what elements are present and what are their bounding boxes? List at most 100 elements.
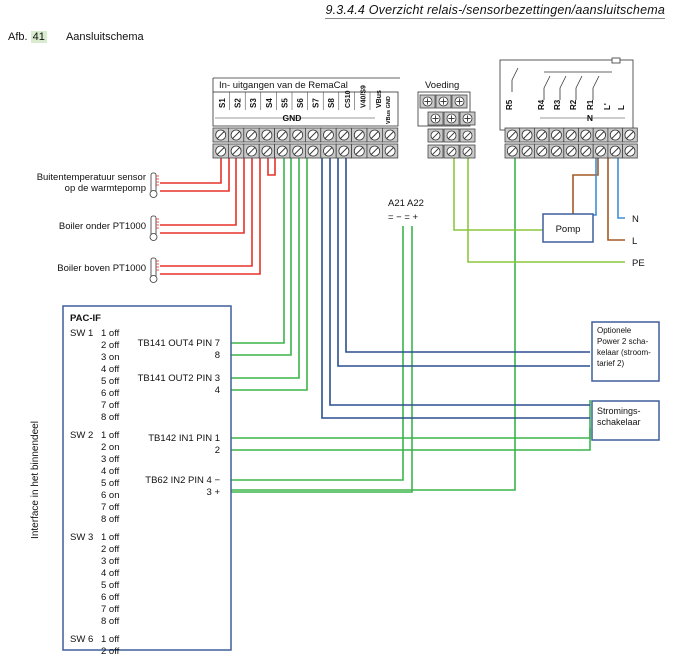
relay-fuse xyxy=(611,57,621,64)
remacal-terminal-label: S6 xyxy=(296,98,305,108)
mains-n: N xyxy=(632,214,639,225)
relay-upper-terminal-slot xyxy=(523,131,531,139)
tb-label: TB62 IN2 PIN 4 − xyxy=(145,475,220,486)
relay-label: R5 xyxy=(505,99,514,110)
sensor-label: Boiler onder PT1000 xyxy=(59,221,146,232)
pac-side-label: Interface in het binnendeel xyxy=(30,421,41,539)
green-wire xyxy=(231,226,413,493)
optional-box-line: Power 2 scha- xyxy=(597,337,648,346)
remacal-upper-terminal-slot xyxy=(263,131,271,139)
optional-box-line: kelaar (stroom- xyxy=(597,348,651,357)
relay-switch xyxy=(511,67,519,81)
tb-label: TB141 OUT4 PIN 7 xyxy=(138,338,220,349)
tb-pin2: 8 xyxy=(215,350,220,361)
relay-label: L' xyxy=(603,103,612,110)
relay-label: L xyxy=(617,105,626,110)
sw-setting: 7 off xyxy=(101,502,120,513)
sw-setting: 1 off xyxy=(101,328,120,339)
sw-setting: 4 off xyxy=(101,364,120,375)
sw-setting: 1 off xyxy=(101,430,120,441)
voeding-upper-terminal-slot xyxy=(432,132,439,139)
sw-setting: 8 off xyxy=(101,412,120,423)
remacal-upper-terminal-slot xyxy=(370,131,379,139)
remacal-terminal-label: S4 xyxy=(265,98,274,108)
sw-setting: 4 off xyxy=(101,568,120,579)
brown-wire xyxy=(572,150,599,214)
relay-upper-terminal-slot xyxy=(582,131,590,139)
remacal-upper-terminal-slot xyxy=(293,131,302,139)
remacal-vbus-gnd: VBus GND xyxy=(386,96,392,124)
pomp-label: Pomp xyxy=(556,224,581,235)
remacal-terminal-label: S7 xyxy=(312,98,321,108)
remacal-terminal-label: S5 xyxy=(280,98,289,108)
relay-switch xyxy=(559,75,567,89)
blue-wire xyxy=(329,150,590,406)
remacal-lower-terminal-slot xyxy=(293,147,302,155)
mains-l: L xyxy=(632,236,637,247)
voeding-upper-terminal-slot xyxy=(464,132,471,139)
lime-wire-pe xyxy=(467,150,625,263)
relay-upper-terminal-slot xyxy=(626,131,634,139)
tb-pin2: 3 + xyxy=(207,487,221,498)
sw-setting: 2 off xyxy=(101,340,120,351)
sensor-label: Boiler boven PT1000 xyxy=(57,263,146,274)
remacal-upper-terminal-slot xyxy=(340,131,348,139)
remacal-lower-terminal-slot xyxy=(263,147,271,155)
sw-name: SW 1 xyxy=(70,328,93,339)
green-wire xyxy=(231,226,404,481)
relay-upper-terminal-slot xyxy=(552,131,561,139)
pac-if-title: PAC-IF xyxy=(70,313,101,324)
relay-upper-terminal-slot xyxy=(596,131,605,139)
remacal-upper-terminal-slot xyxy=(247,131,256,139)
voeding-lower-terminal-slot xyxy=(448,148,455,155)
sw-setting: 7 off xyxy=(101,400,120,411)
relay-lower-terminal-slot xyxy=(537,147,546,155)
remacal-terminal-label: VBus xyxy=(376,90,383,108)
blue-wire xyxy=(337,150,590,367)
voeding-lower-terminal-slot xyxy=(432,148,439,155)
components xyxy=(62,57,660,651)
pomp-box xyxy=(542,213,594,243)
thermometer-tube xyxy=(150,172,157,194)
sw-name: SW 2 xyxy=(70,430,93,441)
remacal-lower-terminal-slot xyxy=(247,147,256,155)
optional-box-line: Optionele xyxy=(597,326,632,335)
sw-name: SW 3 xyxy=(70,532,93,543)
sw-setting: 5 off xyxy=(101,580,120,591)
relay-n-label: N xyxy=(587,113,593,123)
lightblue-wire-pomp xyxy=(593,150,597,216)
remacal-upper-terminal-slot xyxy=(309,131,317,139)
remacal-terminal-label: V40/S9 xyxy=(360,85,367,108)
sw-setting: 3 off xyxy=(101,454,120,465)
red-wire-loop xyxy=(267,150,276,176)
relay-label: R2 xyxy=(569,99,578,110)
figure-number: 41 xyxy=(30,31,47,43)
relay-lower-terminal-slot xyxy=(523,147,531,155)
sw-setting: 8 off xyxy=(101,616,120,627)
relay-switch xyxy=(543,75,551,89)
flow-box-line: schakelaar xyxy=(597,417,641,427)
pac-if-box xyxy=(62,305,232,651)
green-wire xyxy=(231,150,300,379)
sw-setting: 8 off xyxy=(101,514,120,525)
relay-upper-terminal-slot xyxy=(611,131,620,139)
sw-name: SW 6 xyxy=(70,634,93,645)
sw-setting: 2 off xyxy=(101,544,120,555)
blue-wire xyxy=(345,150,590,353)
flow-switch-box xyxy=(591,400,660,441)
sw-setting: 2 on xyxy=(101,442,120,453)
sw-setting: 7 off xyxy=(101,604,120,615)
green-wire xyxy=(231,150,285,344)
relay-lower-terminal-slot xyxy=(508,147,517,155)
lightblue-wire-n xyxy=(617,150,625,219)
red-wire xyxy=(160,150,245,234)
relay-label: R3 xyxy=(553,99,562,110)
relay-lower-terminal-slot xyxy=(626,147,634,155)
remacal-upper-terminal-slot xyxy=(324,131,333,139)
voeding-lower-terminal-slot xyxy=(464,148,471,155)
remacal-terminal-label: S8 xyxy=(327,98,336,108)
red-wire xyxy=(160,150,237,226)
sw-setting: 6 on xyxy=(101,490,120,501)
voeding-title: Voeding xyxy=(425,80,459,91)
